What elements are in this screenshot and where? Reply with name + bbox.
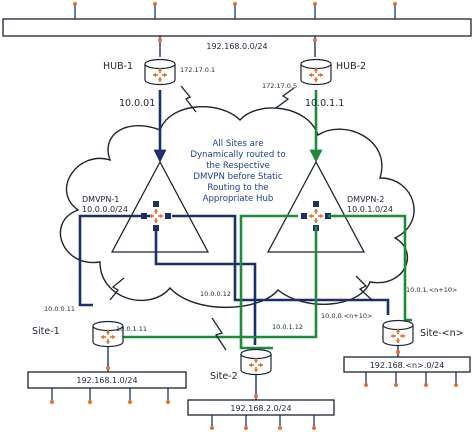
- cloud-caption-line-2: Dynamically routed to: [190, 150, 285, 160]
- site1-lan-subnet: 192.168.1.0/24: [76, 376, 137, 385]
- hub2-wan-lightning-icon: [275, 87, 295, 109]
- dmvpn2-tunnel-paths: [120, 214, 412, 350]
- cloud-caption-line-1: All Sites are: [213, 139, 264, 149]
- cloud-caption-line-4: DMVPN before Static: [193, 172, 282, 182]
- site1-wan-lightning-icon: [109, 277, 125, 301]
- hub2-name: HUB-2: [336, 61, 366, 72]
- site1-dmvpn1-ip: 10.0.0.11: [44, 305, 75, 313]
- dmvpn2-subnet: 10.0.1.0/24: [347, 205, 393, 214]
- site1-dmvpn2-ip: 10.0.1.11: [116, 325, 147, 333]
- hub2-tunnel-ip: 10.0.1.1: [305, 98, 344, 109]
- site2-name: Site-2: [210, 371, 238, 382]
- site2-router-icon[interactable]: [240, 348, 272, 376]
- hub1-wan-lightning-icon: [180, 85, 197, 113]
- dmvpn1-subnet: 10.0.0.0/24: [82, 205, 128, 214]
- dmvpn1-tunnel-paths: [78, 214, 390, 345]
- hub1-router-icon[interactable]: [144, 58, 176, 86]
- site2-wan-lightning-icon: [211, 317, 227, 351]
- cloud-caption-line-3: the Respective: [206, 161, 270, 171]
- top-lan-segment: [2, 2, 472, 57]
- hub1-tunnel-ip: 10.0.01: [119, 98, 155, 109]
- hub1-name: HUB-1: [103, 61, 133, 72]
- top-lan-subnet: 192.168.0.0/24: [206, 42, 267, 51]
- hub1-wan-ip: 172.17.0.1: [180, 66, 215, 74]
- site1-name: Site-1: [32, 326, 60, 337]
- site1-lan-segment: [27, 347, 187, 404]
- dmvpn1-name: DMVPN-1: [82, 195, 119, 204]
- siten-lan-segment: [343, 346, 471, 387]
- dmvpn1-triangle: [110, 160, 210, 253]
- site2-lan-subnet: 192.168.2.0/24: [230, 404, 291, 413]
- wan-cloud: [59, 106, 415, 309]
- siten-dmvpn1-ip: 10.0.0.<n+10>: [321, 312, 372, 320]
- siten-lan-subnet: 192.168.<n>.0/24: [370, 361, 445, 370]
- hub2-wan-ip: 172.17.0.5: [262, 82, 297, 90]
- siten-router-icon[interactable]: [382, 319, 414, 347]
- siten-name: Site-<n>: [420, 328, 464, 339]
- site2-dmvpn1-ip: 10.0.0.12: [200, 290, 231, 298]
- dmvpn2-name: DMVPN-2: [347, 195, 384, 204]
- cloud-caption-line-6: Appropriate Hub: [203, 194, 274, 204]
- cloud-caption-line-5: Routing to the: [207, 183, 268, 193]
- siten-dmvpn2-ip: 10.0.1.<n+10>: [406, 286, 457, 294]
- hub2-router-icon[interactable]: [300, 58, 332, 86]
- site2-dmvpn2-ip: 10.0.1.12: [272, 323, 303, 331]
- site2-lan-segment: [187, 375, 335, 430]
- siten-wan-lightning-icon: [355, 275, 373, 301]
- site1-router-icon[interactable]: [92, 320, 124, 348]
